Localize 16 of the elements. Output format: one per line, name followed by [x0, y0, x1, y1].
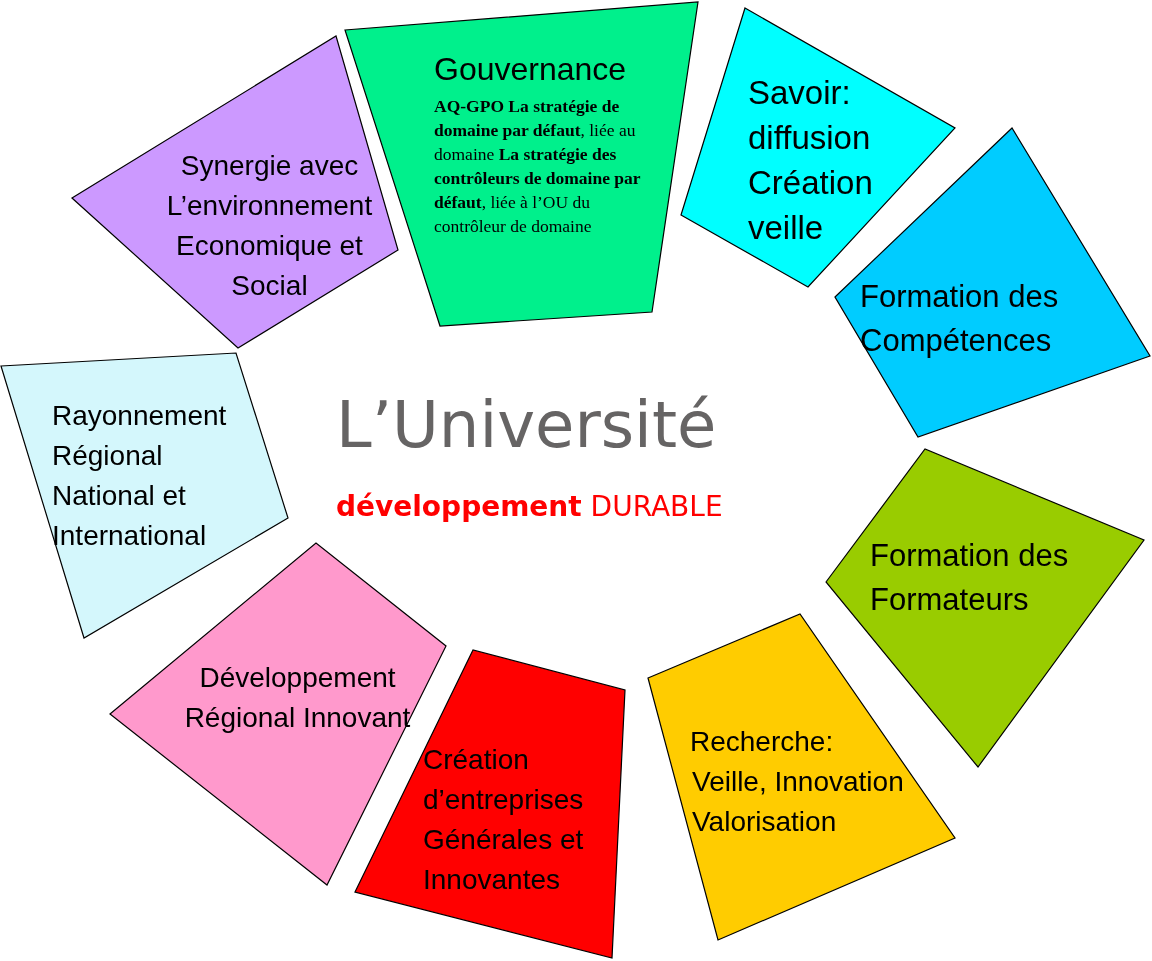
panel-text: Veille, Innovation Valorisation — [692, 765, 905, 839]
panel-label: Formation des Formateurs — [870, 537, 1070, 619]
quadrilateral-panel — [1, 353, 288, 638]
panel-label: Rayonnement Régional National et International — [52, 399, 228, 553]
panel-label: Synergie avec L’environnement Economique et Social — [165, 149, 374, 303]
quadrilateral-panel — [72, 36, 398, 348]
panel-label: Création d’entreprises Générales et Innovantes — [423, 743, 585, 897]
center-title: L’Université — [336, 388, 717, 462]
panel-label: Développement Régional Innovant — [183, 661, 412, 735]
quadrilateral-panel — [648, 614, 955, 940]
panel-text: AQ-GPO La stratégie de domaine par défaut, liée au domaine La stratégie des contrôleurs de domaine par défaut, liée à l’OU du contrôleur de domaine — [434, 95, 642, 238]
panel-label: Savoir: diffusion Création veille — [748, 73, 874, 248]
panel-heading: Gouvernance — [434, 50, 628, 88]
panel-label: Formation des Compétences — [860, 278, 1060, 360]
center-subtitle: développement DURABLE — [336, 490, 723, 523]
panel-heading: Recherche: — [690, 725, 835, 759]
